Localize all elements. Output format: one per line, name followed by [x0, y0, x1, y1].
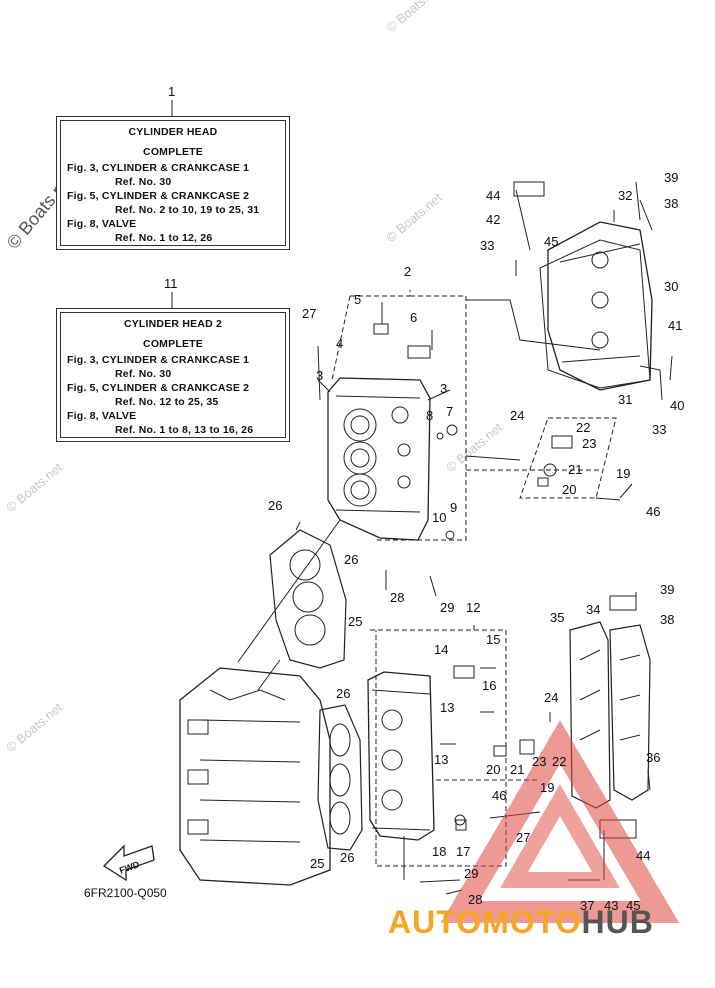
callout: 20	[562, 482, 576, 497]
callout: 6	[410, 310, 417, 325]
callout: 4	[336, 336, 343, 351]
callout: 45	[626, 898, 640, 913]
note-line: Ref. No. 12 to 25, 35	[115, 396, 219, 408]
callout: 40	[670, 398, 684, 413]
callout: 46	[492, 788, 506, 803]
callout: 35	[550, 610, 564, 625]
callout: 2	[404, 264, 411, 279]
note-line: CYLINDER HEAD	[128, 126, 218, 138]
callout: 26	[340, 850, 354, 865]
callout: 19	[616, 466, 630, 481]
note-line: Ref. No. 30	[115, 368, 172, 380]
callout: 16	[482, 678, 496, 693]
callout: 41	[668, 318, 682, 333]
callout: 32	[618, 188, 632, 203]
note-line: Fig. 8, VALVE	[67, 410, 137, 422]
callout: 39	[664, 170, 678, 185]
brand-part-2: HUB	[581, 904, 654, 940]
callout: 29	[464, 866, 478, 881]
note-line: Fig. 5, CYLINDER & CRANKCASE 2	[67, 190, 250, 202]
note-line: COMPLETE	[143, 146, 203, 158]
callout: 34	[586, 602, 600, 617]
callout: 45	[544, 234, 558, 249]
callout: 33	[480, 238, 494, 253]
callout: 27	[302, 306, 316, 321]
callout: 26	[268, 498, 282, 513]
callout: 46	[646, 504, 660, 519]
callout: 31	[618, 392, 632, 407]
callout: 28	[390, 590, 404, 605]
callout: 33	[652, 422, 666, 437]
callout: 23	[582, 436, 596, 451]
callout: 11	[164, 276, 178, 291]
note-line: Ref. No. 2 to 10, 19 to 25, 31	[115, 204, 260, 216]
callout: 12	[466, 600, 480, 615]
note-line: Ref. No. 1 to 12, 26	[115, 232, 213, 244]
brand-part-1: AUTOMOTO	[388, 904, 582, 940]
note-line: Fig. 5, CYLINDER & CRANKCASE 2	[67, 382, 250, 394]
note-line: CYLINDER HEAD 2	[123, 318, 223, 330]
callout: 3	[440, 381, 447, 396]
note-line: Fig. 3, CYLINDER & CRANKCASE 1	[67, 354, 250, 366]
callout: 17	[456, 844, 470, 859]
callout: 22	[576, 420, 590, 435]
callout: 42	[486, 212, 500, 227]
callout: 26	[344, 552, 358, 567]
note-line: Fig. 8, VALVE	[67, 218, 137, 230]
callout: 1	[168, 84, 175, 99]
callout: 23	[532, 754, 546, 769]
part-code: 6FR2100-Q050	[84, 886, 167, 900]
callout: 15	[486, 632, 500, 647]
note-box-cylinder-head: CYLINDER HEAD COMPLETE Fig. 3, CYLINDER …	[56, 116, 290, 250]
callout: 22	[552, 754, 566, 769]
callout: 43	[604, 898, 618, 913]
callout: 24	[510, 408, 524, 423]
watermark-triangle	[440, 720, 680, 923]
note-line: Fig. 3, CYLINDER & CRANKCASE 1	[67, 162, 250, 174]
callout: 30	[664, 279, 678, 294]
callout: 36	[646, 750, 660, 765]
brand-logo: AUTOMOTOHUB	[388, 904, 654, 941]
callout: 25	[348, 614, 362, 629]
note-line: Ref. No. 1 to 8, 13 to 16, 26	[115, 424, 254, 436]
callout: 3	[316, 368, 323, 383]
callout: 24	[544, 690, 558, 705]
callout: 38	[660, 612, 674, 627]
callout: 38	[664, 196, 678, 211]
callout: 13	[440, 700, 454, 715]
fwd-label: FWD	[118, 859, 141, 876]
callout: 44	[636, 848, 650, 863]
note-line: Ref. No. 30	[115, 176, 172, 188]
callout: 29	[440, 600, 454, 615]
callout: 26	[336, 686, 350, 701]
callout: 8	[426, 408, 433, 423]
callout: 19	[540, 780, 554, 795]
callout: 21	[510, 762, 524, 777]
callout: 10	[432, 510, 446, 525]
callout: 21	[568, 462, 582, 477]
callout: 25	[310, 856, 324, 871]
callout: 14	[434, 642, 448, 657]
note-line: COMPLETE	[143, 338, 203, 350]
callout: 27	[516, 830, 530, 845]
callout: 28	[468, 892, 482, 907]
note-box-cylinder-head-2: CYLINDER HEAD 2 COMPLETE Fig. 3, CYLINDE…	[56, 308, 290, 442]
callout: 5	[354, 292, 361, 307]
callout: 39	[660, 582, 674, 597]
callout: 20	[486, 762, 500, 777]
callout: 44	[486, 188, 500, 203]
callout: 13	[434, 752, 448, 767]
callout: 18	[432, 844, 446, 859]
callout: 37	[580, 898, 594, 913]
callout: 7	[446, 404, 453, 419]
callout: 9	[450, 500, 457, 515]
